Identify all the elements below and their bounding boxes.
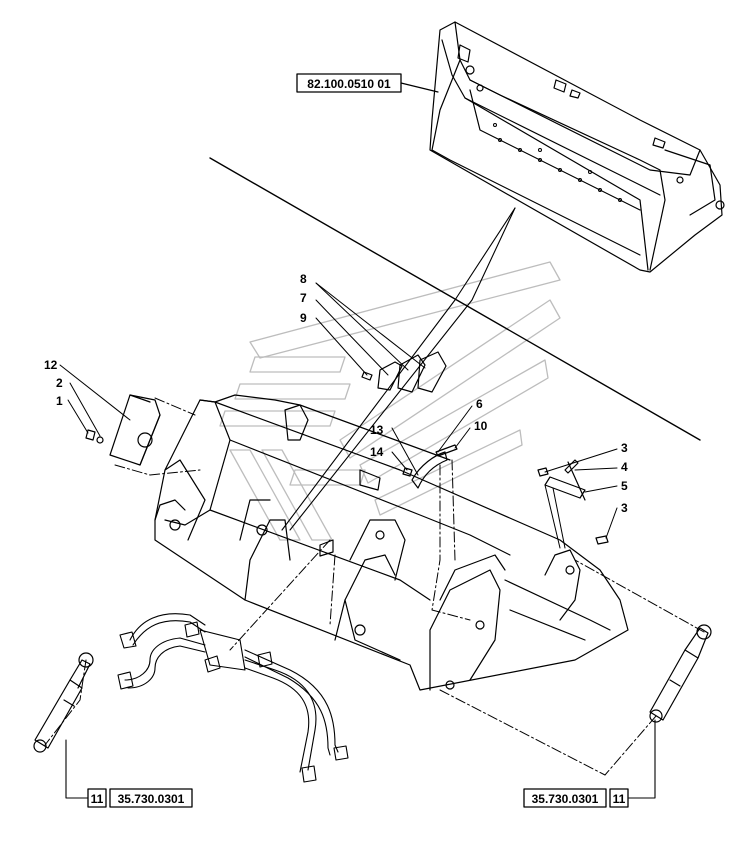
hydraulic-hoses: [117, 613, 349, 783]
part-2-washer[interactable]: [96, 436, 104, 444]
callout-5[interactable]: 5: [621, 479, 628, 493]
assembly-dashed-lines: [44, 397, 705, 776]
callout-4[interactable]: 4: [621, 460, 628, 474]
callout-numbers: 12 2 1 8 7 9 6 10 13 14 3 4 5 3: [44, 272, 628, 515]
part-12-wedge[interactable]: [109, 394, 161, 466]
callout-14[interactable]: 14: [370, 445, 384, 459]
right-reference-code: 35.730.0301: [532, 792, 599, 806]
part-10-pin[interactable]: [435, 444, 458, 457]
part-14-bolt[interactable]: [402, 467, 413, 477]
top-reference-text: 82.100.0510 01: [307, 77, 391, 91]
part-3-clip-upper[interactable]: [537, 467, 549, 477]
part-7-block[interactable]: [377, 361, 403, 391]
callout-13[interactable]: 13: [370, 423, 384, 437]
part-8-block-b[interactable]: [417, 351, 447, 393]
part-1-bolt[interactable]: [85, 429, 96, 441]
callout-3-lower[interactable]: 3: [621, 501, 628, 515]
callout-leaders: [59, 282, 618, 549]
right-reference-number: 11: [613, 792, 626, 806]
left-reference-number: 11: [91, 792, 104, 806]
callout-6[interactable]: 6: [476, 397, 483, 411]
right-reference-label[interactable]: 35.730.0301 11: [523, 719, 656, 808]
left-reference-code: 35.730.0301: [118, 792, 185, 806]
part-9-bolt[interactable]: [361, 371, 373, 381]
callout-1[interactable]: 1: [56, 394, 63, 408]
top-bucket-drawing: [429, 21, 725, 273]
top-reference-label[interactable]: 82.100.0510 01: [296, 73, 439, 93]
callout-12[interactable]: 12: [44, 358, 58, 372]
part-13-plate[interactable]: [411, 451, 448, 489]
left-cylinder-drawing: [33, 652, 94, 753]
callout-8[interactable]: 8: [300, 272, 307, 286]
callout-3-upper[interactable]: 3: [621, 441, 628, 455]
part-3-clip-lower[interactable]: [595, 535, 609, 545]
right-cylinder-drawing: [649, 624, 712, 723]
bucket-leaders: [281, 207, 516, 531]
watermark-logo: [219, 261, 561, 541]
part-5-sleeve[interactable]: [544, 476, 586, 499]
callout-10[interactable]: 10: [474, 419, 488, 433]
left-reference-label[interactable]: 11 35.730.0301: [65, 739, 193, 808]
main-bucket-drawing: [154, 394, 629, 691]
callout-9[interactable]: 9: [300, 311, 307, 325]
callout-7[interactable]: 7: [300, 291, 307, 305]
callout-2[interactable]: 2: [56, 376, 63, 390]
